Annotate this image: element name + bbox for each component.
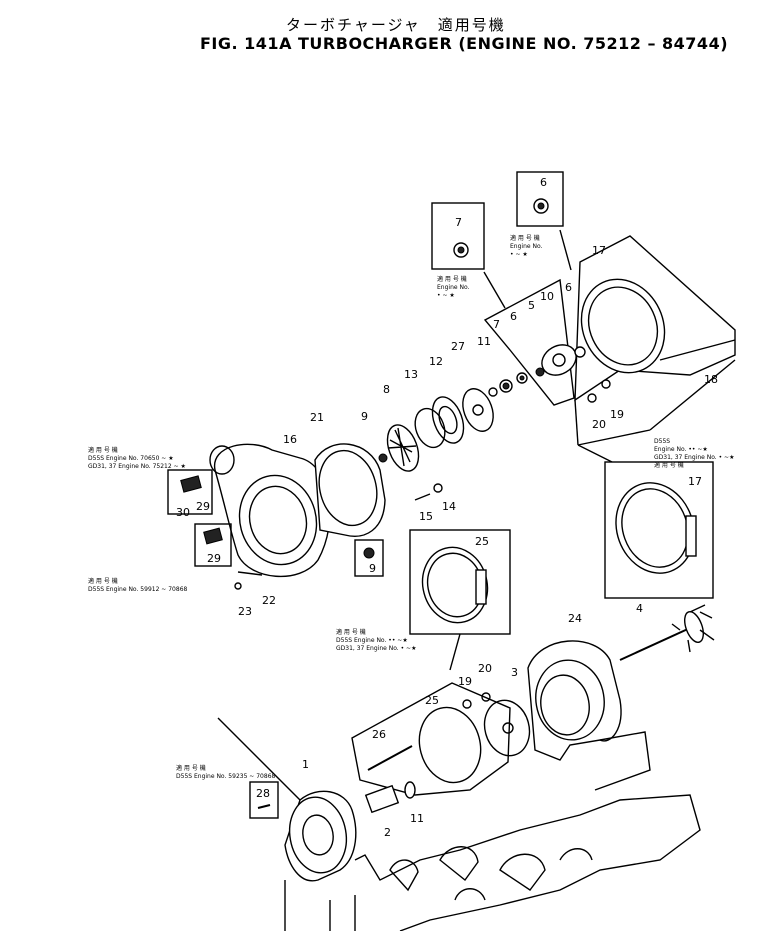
part-label-23: 23 [238,605,252,618]
note-n7-line: 適 用 号 機 [437,275,467,283]
part-29-plate-b [203,527,223,545]
part-label-10: 10 [540,290,554,303]
part-label-15: 15 [419,510,433,523]
callout-box-17 [577,444,714,599]
lower-clamp-strip [351,682,511,796]
part-label-17: 17 [592,244,606,257]
figure-title: FIG. 141A TURBOCHARGER (ENGINE NO. 75212… [200,34,729,53]
turbine-shaft-4 [619,604,715,661]
part-label-14: 14 [442,500,456,513]
part-label-30: 30 [176,506,190,519]
part-20-washer [587,393,597,403]
exhaust-manifold [284,794,701,931]
note-n17-line: D55S [654,438,670,445]
part-label-4: 4 [636,602,643,615]
center-housing-1 [217,717,357,882]
part-label-29: 29 [207,552,221,565]
part-number-labels: 7617610567112712138921161415918192017252… [176,176,718,839]
compressor-wheel-assembly [378,388,494,472]
turbine-housing-24 [527,640,651,791]
part-label-6: 6 [565,281,572,294]
part-label-11: 11 [477,335,491,348]
part-22-clip [237,571,263,576]
note-n17-line: Engine No. •• ~★ [654,446,708,453]
part-2-bearing [364,784,400,814]
note-n17-line: GD31, 37 Engine No. • ~★ [654,454,734,461]
part-label-25: 25 [475,535,489,548]
part-19-washer [601,379,611,389]
part-label-24: 24 [568,612,582,625]
part-label-25: 25 [425,694,439,707]
note-n28-line: 適 用 号 機 [176,764,206,772]
part-28-pin [257,804,271,809]
part-label-11: 11 [410,812,424,825]
callout-box-6 [516,171,572,271]
part-label-9: 9 [369,562,376,575]
callout-box-25 [409,529,511,671]
part-label-26: 26 [372,728,386,741]
part-label-9: 9 [361,410,368,423]
part-label-20: 20 [478,662,492,675]
part-label-6: 6 [540,176,547,189]
note-n6-line: 適 用 号 機 [510,234,540,242]
part-23-bolt [234,582,242,590]
note-n29-line: D55S Engine No. 70650 ~ ★ [88,455,174,462]
part-label-17: 17 [688,475,702,488]
part-19-lower [462,699,472,709]
part-label-13: 13 [404,368,418,381]
title-japanese: ターボチャージャ 適用号機 [286,16,506,34]
part-label-7: 7 [493,318,500,331]
part-label-19: 19 [610,408,624,421]
note-n17-line: 適 用 号 機 [654,461,684,469]
note-n28-line: D55S Engine No. 59235 ~ 70868 [176,773,276,780]
note-n22-line: 適 用 号 機 [88,577,118,585]
part-29-plate [180,475,202,493]
callout-box-29-30 [167,469,213,515]
callout-box-29 [194,523,232,567]
part-label-27: 27 [451,340,465,353]
part-15-bolt [414,493,431,501]
part-11-ring [404,781,416,799]
callout-box-28 [249,781,279,819]
note-n6-line: • ~ ★ [510,251,528,258]
note-n25-line: GD31, 37 Engine No. • ~★ [336,645,416,652]
part-3-hub [502,722,514,734]
compressor-back-plate-17 [574,235,736,446]
note-n7-line: Engine No. [437,284,470,291]
part-label-3: 3 [511,666,518,679]
part-label-7: 7 [455,216,462,229]
note-n22-line: D55S Engine No. 59912 ~ 70868 [88,586,188,593]
part-label-16: 16 [283,433,297,446]
part-label-8: 8 [383,383,390,396]
part-label-12: 12 [429,355,443,368]
part-label-29: 29 [196,500,210,513]
part-label-6: 6 [510,310,517,323]
part-label-20: 20 [592,418,606,431]
note-n29-line: GD31, 37 Engine No. 75212 ~ ★ [88,463,186,470]
note-n6-line: Engine No. [510,243,543,250]
note-n7-line: • ~ ★ [437,292,455,299]
compressor-housing-16 [209,443,331,578]
part-14-washer [433,483,443,493]
part-label-18: 18 [704,373,718,386]
note-n25-line: 適 用 号 機 [336,628,366,636]
diffuser-housing-21 [314,443,386,537]
note-n25-line: D55S Engine No. •• ~★ [336,637,408,644]
note-n29-line: 適 用 号 機 [88,446,118,454]
part-label-21: 21 [310,411,324,424]
part-label-19: 19 [458,675,472,688]
callout-box-9 [354,539,384,577]
part-label-5: 5 [528,299,535,312]
part-label-28: 28 [256,787,270,800]
part-label-2: 2 [384,826,391,839]
seal-plate-strip [483,278,577,406]
callout-box-7 [431,202,506,309]
part-label-22: 22 [262,594,276,607]
part-9-nut [363,547,375,559]
part-label-1: 1 [302,758,309,771]
